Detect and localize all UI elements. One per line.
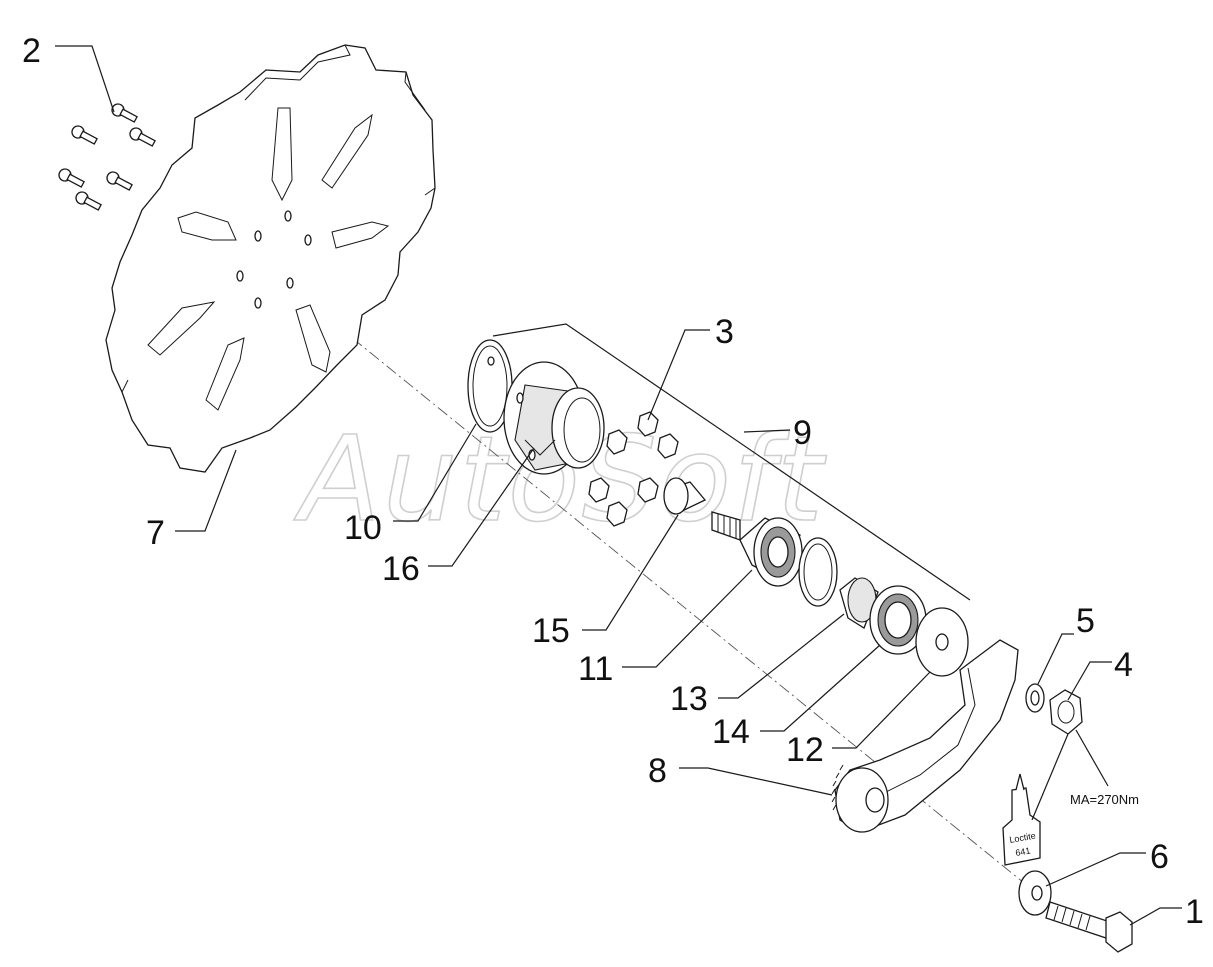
leader-2 — [55, 45, 115, 113]
leader-3 — [647, 329, 710, 421]
callout-5: 5 — [1076, 602, 1095, 640]
callout-12: 12 — [786, 731, 824, 769]
leader-13 — [718, 613, 845, 699]
notched-disc — [105, 44, 436, 473]
callout-15: 15 — [532, 612, 570, 650]
leader-11 — [622, 569, 753, 668]
callout-2: 2 — [22, 32, 41, 70]
hub-nuts — [588, 411, 679, 527]
bolt-washer — [1018, 870, 1052, 916]
leader-5 — [1037, 633, 1074, 685]
leader-7 — [175, 449, 237, 532]
callout-6: 6 — [1150, 838, 1169, 876]
leader-lines — [55, 45, 1182, 926]
callout-4: 4 — [1114, 646, 1133, 684]
leader-16 — [428, 447, 535, 567]
leader-9 — [492, 323, 971, 601]
callout-13: 13 — [670, 680, 708, 718]
leader-4 — [1067, 661, 1112, 701]
leader-1 — [1129, 907, 1182, 926]
bottle-label-line1: Loctite — [1009, 831, 1037, 845]
callout-11: 11 — [578, 650, 613, 688]
callout-9: 9 — [793, 414, 812, 452]
callout-14: 14 — [712, 713, 750, 751]
leader-10 — [393, 423, 477, 522]
torque-note: MA=270Nm — [1070, 792, 1139, 807]
bearing — [739, 517, 803, 587]
callout-3: 3 — [715, 313, 734, 351]
callout-16: 16 — [382, 550, 420, 588]
leader-4-torque — [1075, 729, 1109, 787]
callout-labels: 2 7 10 16 3 9 15 11 13 14 12 8 5 4 6 1 — [22, 32, 1204, 931]
main-bolt — [1045, 901, 1133, 953]
callout-1: 1 — [1185, 893, 1204, 931]
hub — [503, 361, 605, 475]
leader-6 — [1045, 852, 1146, 887]
bushing — [839, 577, 879, 629]
leader-15 — [582, 514, 679, 631]
callout-7: 7 — [146, 514, 165, 552]
assembly-axis — [249, 254, 1046, 901]
leader-4-loctite — [1031, 733, 1069, 821]
leader-14 — [760, 644, 881, 732]
callout-8: 8 — [648, 752, 667, 790]
leader-8 — [679, 767, 833, 796]
leader-12 — [832, 671, 931, 749]
circlip-small — [798, 537, 838, 607]
disc-bolts — [58, 103, 156, 211]
loctite-bottle: Loctite 641 — [1002, 773, 1041, 866]
callout-10: 10 — [344, 509, 382, 547]
seal — [869, 585, 927, 655]
cover-washer — [915, 607, 969, 677]
leader-9b — [743, 429, 791, 433]
lock-washer — [1025, 683, 1045, 713]
bottle-label-line2: 641 — [1015, 846, 1032, 858]
spacer-sleeve — [663, 477, 707, 515]
arm-nut — [1049, 689, 1083, 735]
arm-bracket — [831, 639, 1019, 833]
